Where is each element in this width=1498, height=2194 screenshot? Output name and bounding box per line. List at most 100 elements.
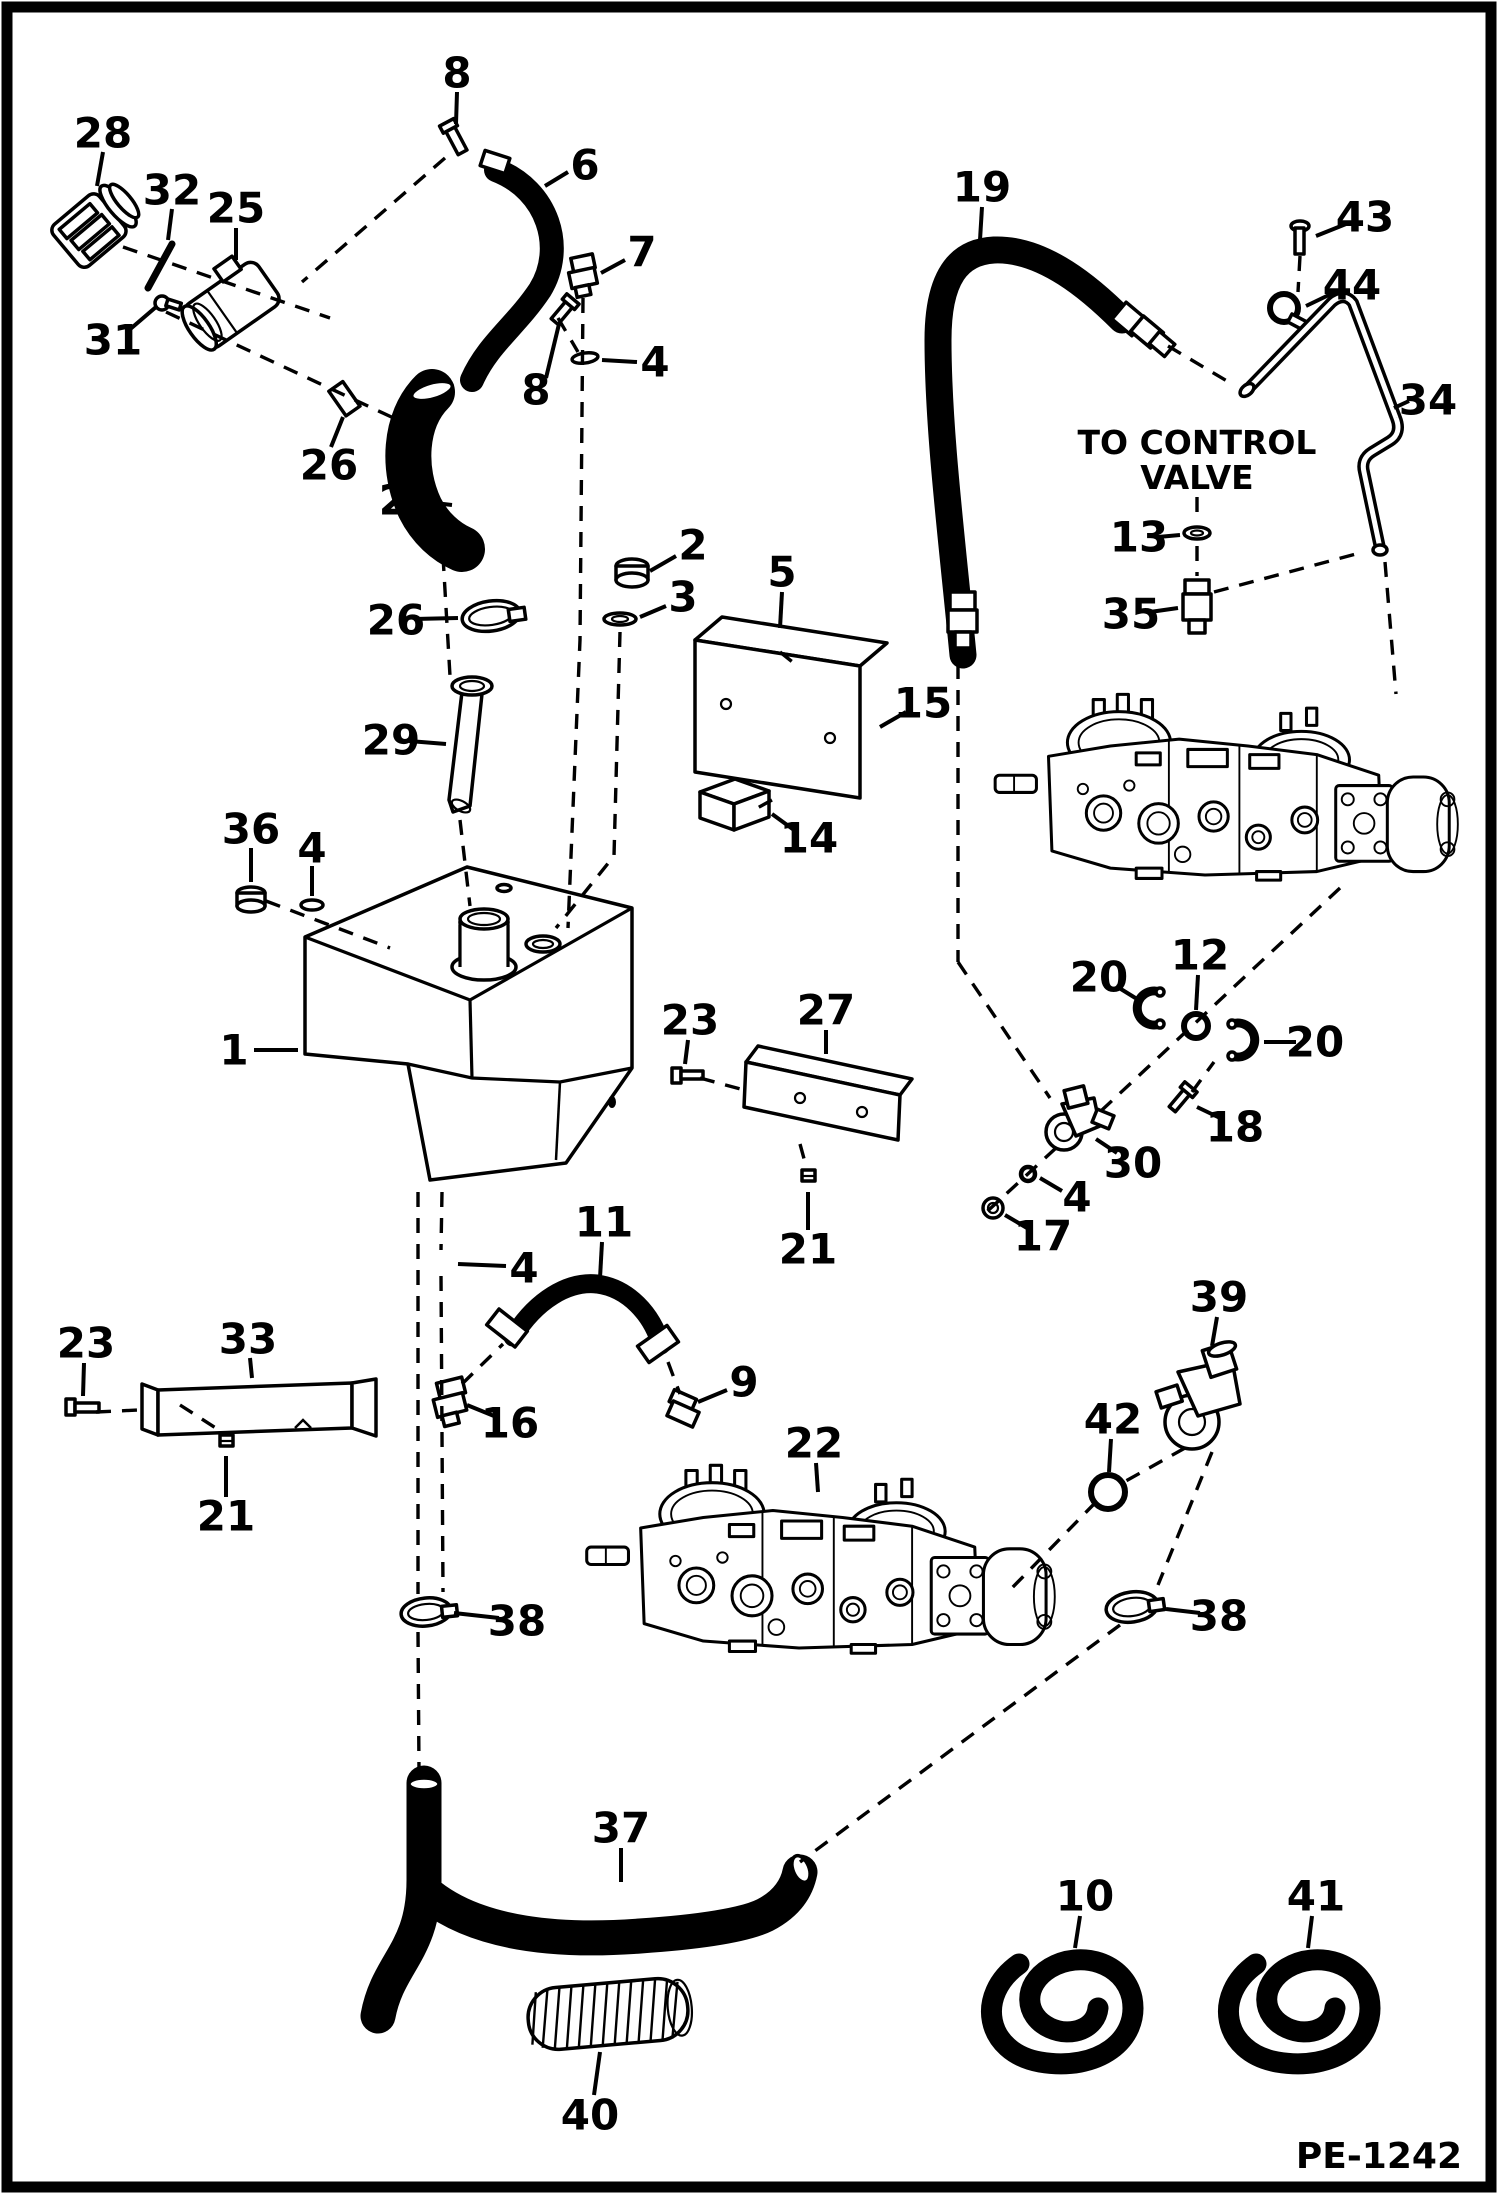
o-ring-part-13 xyxy=(1182,525,1212,541)
leader-line-3 xyxy=(639,604,667,619)
vent-hose-part xyxy=(460,148,564,392)
callout-36: 36 xyxy=(222,805,280,854)
leader-line-4 xyxy=(457,1262,507,1268)
callout-39: 39 xyxy=(1190,1273,1248,1322)
leader-line-19 xyxy=(978,206,984,241)
callout-34: 34 xyxy=(1399,376,1457,425)
callout-24: 24 xyxy=(379,476,437,525)
leader-line-16 xyxy=(466,1403,495,1418)
suction-elbow-hose-part xyxy=(385,369,485,572)
callout-10: 10 xyxy=(1056,1872,1114,1921)
leader-line-11 xyxy=(598,1241,604,1279)
callout-4: 4 xyxy=(509,1244,538,1293)
screw-part-43 xyxy=(1289,219,1311,256)
dashed-line-28 xyxy=(978,1146,1058,1220)
dashed-line-18 xyxy=(666,1361,682,1395)
leader-line-42 xyxy=(1107,1438,1113,1473)
dashed-line-9 xyxy=(778,650,797,666)
callout-6: 6 xyxy=(570,141,599,190)
callout-33: 33 xyxy=(219,1315,277,1364)
screw-part-23a xyxy=(670,1066,705,1085)
dashed-line-1 xyxy=(165,310,429,436)
callout-8: 8 xyxy=(521,366,550,415)
callout-2: 2 xyxy=(678,521,707,570)
dashed-line-15 xyxy=(439,1191,444,1251)
callout-21: 21 xyxy=(779,1225,837,1274)
fitting-part-9 xyxy=(665,1387,701,1429)
callout-41: 41 xyxy=(1287,1872,1345,1921)
o-ring-part-4b xyxy=(299,898,325,912)
dashed-line-19 xyxy=(1167,344,1233,386)
leader-line-24 xyxy=(425,500,453,507)
leader-line-8 xyxy=(454,91,459,125)
leader-line-28 xyxy=(95,151,105,187)
leader-line-17 xyxy=(1003,1213,1029,1230)
leader-line-30 xyxy=(1094,1137,1119,1155)
pin-part xyxy=(144,240,176,292)
leader-line-6 xyxy=(543,170,570,188)
fitting-part-35 xyxy=(1181,578,1213,635)
callout-4: 4 xyxy=(297,824,326,873)
dashed-line-27 xyxy=(1100,886,1342,1112)
callout-leader-lines xyxy=(81,91,1410,2096)
elbow-fitting-part-39 xyxy=(1154,1340,1242,1451)
screw-part-23b xyxy=(64,1397,101,1417)
callout-26: 26 xyxy=(367,596,425,645)
callout-35: 35 xyxy=(1102,590,1160,639)
leader-line-5 xyxy=(778,591,784,629)
filter-part xyxy=(180,254,281,352)
dashed-line-2 xyxy=(300,156,447,284)
callout-12: 12 xyxy=(1171,931,1229,980)
dashed-line-23 xyxy=(1213,552,1357,594)
dashed-line-34 xyxy=(95,1408,139,1414)
leader-line-12 xyxy=(1194,974,1200,1011)
o-ring-part-4a xyxy=(570,350,600,366)
steel-tube-part-34 xyxy=(1238,291,1404,557)
clamp-half-part-20b xyxy=(1226,1018,1260,1062)
leader-line-7 xyxy=(600,258,626,275)
o-ring-part-4d xyxy=(1018,1164,1038,1184)
callout-15: 15 xyxy=(894,679,952,728)
hydrostatic-pump-part-top xyxy=(993,692,1460,882)
dashed-line-26 xyxy=(1383,561,1398,695)
callout-38: 38 xyxy=(1190,1592,1248,1641)
leader-line-13 xyxy=(1157,533,1181,539)
callout-numbers: 1234444567889101112131415161718192020212… xyxy=(57,49,1457,2140)
leader-line-44 xyxy=(1305,291,1334,308)
hydraulic-tank-part xyxy=(303,865,634,1182)
dashed-line-29 xyxy=(1190,1060,1216,1094)
callout-18: 18 xyxy=(1206,1103,1264,1152)
clamp-part-26b xyxy=(460,598,528,634)
dashed-line-22 xyxy=(956,961,1052,1099)
clamp-half-part-20a xyxy=(1132,986,1166,1030)
leader-line-34 xyxy=(1393,399,1410,410)
elbow-fitting-part-30 xyxy=(1044,1084,1116,1152)
spacer-block-part-14 xyxy=(698,777,771,832)
dashed-line-6 xyxy=(441,555,452,677)
leader-line-23 xyxy=(683,1039,690,1065)
leader-line-4 xyxy=(601,358,638,364)
dashed-line-11 xyxy=(699,1076,745,1092)
nut-part-21a xyxy=(800,1168,817,1183)
screw-part-8b xyxy=(549,292,581,327)
dashed-line-30 xyxy=(1123,1446,1186,1484)
assembly-dashed-lines xyxy=(95,156,1398,1864)
dashed-line-14 xyxy=(416,1631,421,1771)
control-valve-note-line1: TO CONTROL xyxy=(1078,423,1317,462)
dashed-line-8 xyxy=(265,899,391,950)
callout-21: 21 xyxy=(197,1492,255,1541)
leader-line-20 xyxy=(1114,984,1139,1001)
callout-31: 31 xyxy=(84,316,142,365)
o-ring-part-42 xyxy=(1088,1472,1128,1512)
spiral-wrap-part-40 xyxy=(526,1976,694,2052)
callout-20: 20 xyxy=(1286,1018,1344,1067)
grommet-part-2 xyxy=(614,557,650,589)
screw-part-8a xyxy=(437,116,469,157)
callout-14: 14 xyxy=(780,814,838,863)
leader-line-41 xyxy=(1306,1915,1314,1949)
callout-3: 3 xyxy=(668,573,697,622)
leader-line-4 xyxy=(1038,1176,1064,1193)
dashed-line-5 xyxy=(554,631,622,930)
nut-part-21b xyxy=(218,1433,235,1448)
